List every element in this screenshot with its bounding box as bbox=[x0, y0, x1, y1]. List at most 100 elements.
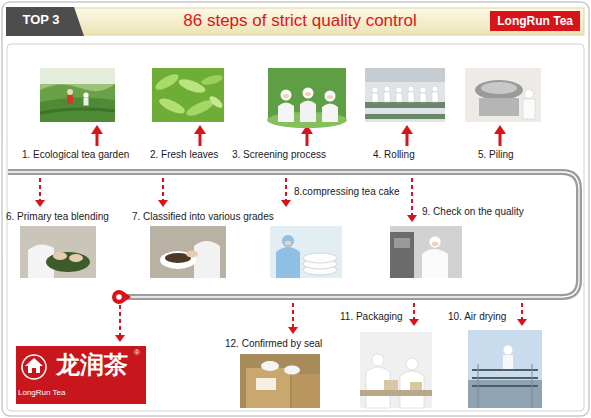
up-arrow bbox=[499, 133, 502, 146]
fresh-leaves-photo bbox=[152, 68, 224, 122]
page-title: 86 steps of strict quality control bbox=[183, 11, 416, 31]
piling-photo bbox=[523, 99, 535, 119]
step-node: 11. Packaging bbox=[340, 311, 432, 408]
dashed-arrow bbox=[521, 303, 523, 319]
brand-tag: LongRun Tea bbox=[490, 11, 580, 31]
air-drying-photo bbox=[503, 355, 513, 369]
process-track bbox=[8, 172, 579, 297]
process-track bbox=[8, 172, 579, 304]
packaging-photo bbox=[400, 371, 424, 408]
air-drying-photo bbox=[472, 369, 538, 371]
compressing-photo bbox=[303, 253, 337, 275]
tab-label: TOP 3 bbox=[22, 12, 59, 28]
brand-logo-art bbox=[16, 346, 146, 404]
air-drying-photo bbox=[468, 330, 542, 408]
quality-check-photo bbox=[429, 236, 441, 248]
tag-label: LongRun Tea bbox=[497, 14, 573, 28]
rolling-photo bbox=[365, 68, 445, 122]
process-track bbox=[112, 290, 126, 304]
air-drying-photo bbox=[468, 380, 542, 408]
rolling-photo bbox=[372, 87, 378, 93]
grading-photo bbox=[150, 226, 226, 278]
quality-check-photo bbox=[390, 226, 462, 278]
up-arrow bbox=[194, 125, 206, 134]
rolling-photo bbox=[365, 114, 445, 119]
step-node: 12. Confirmed by seal bbox=[225, 338, 322, 408]
grading-photo bbox=[186, 251, 198, 258]
step-label: 5. Piling bbox=[478, 149, 514, 161]
quality-check-photo bbox=[390, 226, 462, 278]
compressing-photo bbox=[285, 241, 292, 245]
screening-photo bbox=[267, 68, 347, 128]
blending-photo bbox=[20, 226, 96, 278]
up-arrow bbox=[96, 133, 99, 146]
tea-garden-photo bbox=[40, 84, 115, 122]
step-label: 10. Air drying bbox=[448, 311, 506, 323]
rolling-photo bbox=[432, 92, 438, 102]
seal-photo bbox=[261, 361, 279, 371]
packaging-photo bbox=[360, 332, 432, 408]
screening-photo bbox=[268, 68, 346, 122]
brand-logo-art bbox=[32, 368, 36, 373]
process-track bbox=[116, 294, 122, 300]
step-label: 4. Rolling bbox=[373, 149, 415, 161]
step-node: 7. Classified into various grades bbox=[132, 211, 274, 278]
step-label: 12. Confirmed by seal bbox=[225, 338, 322, 350]
step-label: 1. Ecological tea garden bbox=[22, 149, 129, 161]
rolling-photo bbox=[396, 93, 402, 102]
blending-photo bbox=[46, 252, 90, 272]
blending-photo bbox=[53, 252, 67, 260]
quality-check-photo bbox=[390, 232, 414, 278]
rolling-photo bbox=[372, 86, 438, 102]
up-arrow bbox=[406, 133, 409, 146]
up-arrow bbox=[401, 125, 413, 134]
title-banner bbox=[60, 8, 584, 35]
brand-logo-art bbox=[16, 346, 146, 404]
screening-photo bbox=[305, 92, 311, 96]
piling-photo bbox=[465, 68, 541, 122]
dashed-arrow bbox=[411, 178, 413, 215]
grading-photo bbox=[194, 241, 220, 278]
tea-garden-photo bbox=[84, 98, 89, 106]
step-node: 2. Fresh leaves bbox=[150, 68, 224, 161]
up-arrow bbox=[91, 125, 103, 134]
step-label: 6. Primary tea blending bbox=[6, 211, 109, 223]
logo-subtitle: LongRun Tea bbox=[18, 388, 65, 398]
quality-check-photo bbox=[432, 242, 439, 246]
up-arrow bbox=[199, 133, 202, 146]
content-panel bbox=[7, 44, 584, 411]
tea-garden-photo bbox=[67, 95, 73, 104]
seal-photo bbox=[284, 366, 300, 375]
step-label: 9. Check on the quality bbox=[422, 206, 524, 218]
air-drying-photo bbox=[478, 364, 532, 408]
packaging-photo bbox=[384, 380, 398, 390]
screening-photo bbox=[283, 94, 289, 98]
dashed-arrow bbox=[39, 178, 41, 200]
step-label: 7. Classified into various grades bbox=[132, 211, 274, 223]
grading-photo bbox=[150, 226, 226, 278]
compressing-photo bbox=[303, 253, 337, 263]
rolling-photo bbox=[372, 93, 378, 102]
logo-wordmark: 龙润茶 bbox=[56, 351, 128, 380]
compressing-photo bbox=[270, 226, 342, 278]
dashed-arrow bbox=[517, 319, 527, 326]
dashed-arrow bbox=[407, 215, 417, 222]
tea-garden-photo bbox=[40, 68, 115, 122]
quality-check-photo bbox=[422, 249, 448, 278]
dashed-arrow bbox=[413, 303, 415, 319]
up-arrow bbox=[91, 125, 506, 146]
tea-garden-photo bbox=[67, 89, 73, 95]
rolling-photo bbox=[384, 92, 390, 102]
screening-photo bbox=[300, 101, 316, 123]
dashed-arrow bbox=[40, 178, 522, 335]
brand-logo-art bbox=[22, 355, 46, 379]
blending-photo bbox=[20, 226, 96, 278]
seal-photo bbox=[240, 354, 320, 408]
step-label: 3. Screening process bbox=[232, 149, 326, 161]
tea-garden-photo bbox=[40, 109, 115, 113]
brand-logo-art bbox=[25, 358, 43, 366]
piling-photo bbox=[481, 82, 517, 94]
screening-photo bbox=[325, 91, 336, 102]
screening-photo bbox=[278, 103, 294, 123]
piling-photo bbox=[525, 90, 534, 99]
